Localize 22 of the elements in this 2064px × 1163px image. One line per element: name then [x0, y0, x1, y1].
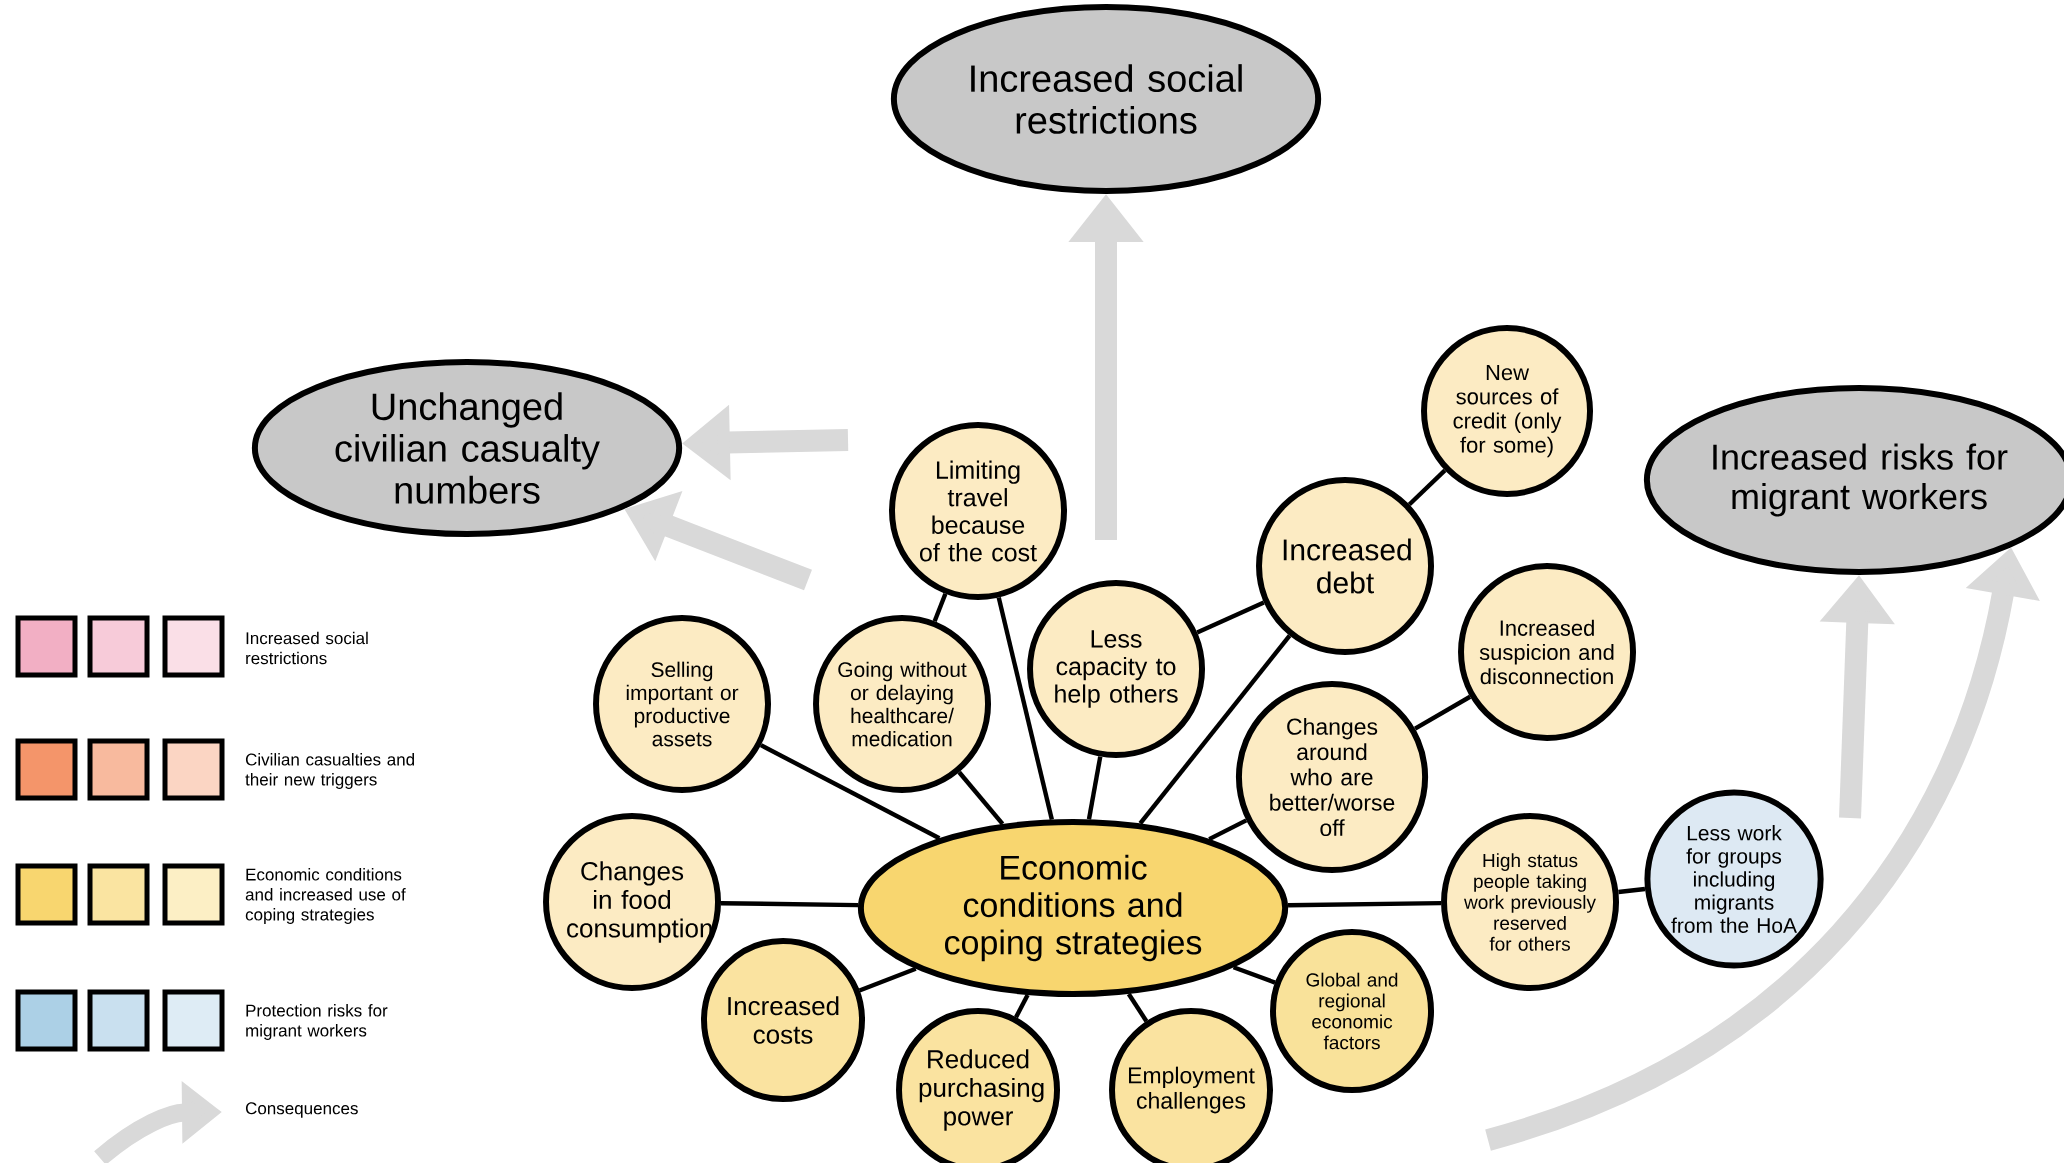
legend-label: Economic conditions and increased use of coping strategies — [245, 868, 406, 924]
connector-line — [1196, 600, 1265, 635]
connector-line — [1086, 756, 1103, 820]
legend-label: Protection risks for migrant workers — [246, 1004, 388, 1040]
connector-line — [1208, 818, 1248, 842]
connector-line — [1014, 993, 1030, 1019]
connector-line — [759, 743, 941, 841]
connector-line — [858, 966, 917, 993]
connector-line — [1138, 634, 1292, 825]
legend-label: Consequences — [245, 1102, 358, 1118]
connector-line — [720, 901, 859, 908]
connector-line — [1288, 901, 1442, 908]
connector-line — [1232, 965, 1276, 985]
connector-line — [932, 593, 948, 622]
connector-line — [1618, 886, 1646, 895]
connector-line — [957, 770, 1005, 826]
legend-label: Increased social restrictions — [246, 631, 368, 665]
connector-line — [1414, 694, 1472, 731]
legend-label: Civilian casualties and their new triggers — [245, 753, 415, 789]
connector-line — [1407, 468, 1447, 507]
connector-line — [996, 597, 1054, 820]
connector-line — [1126, 992, 1149, 1023]
